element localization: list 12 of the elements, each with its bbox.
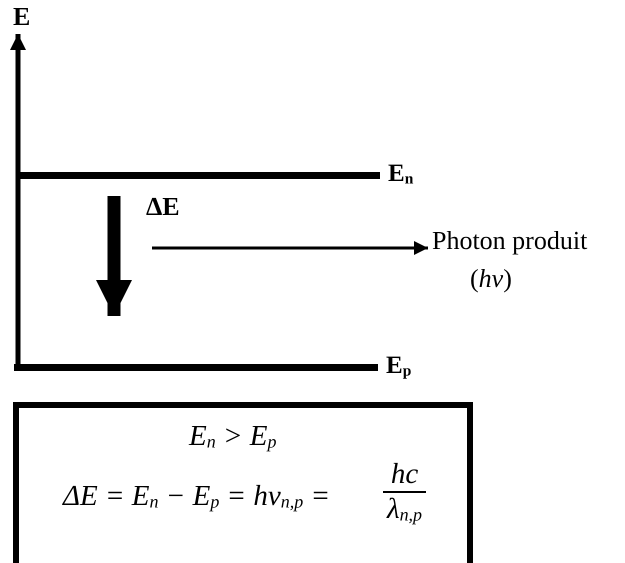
level-label: E$_{p}$ bbox=[386, 352, 412, 380]
arrow bbox=[152, 241, 428, 255]
level-label: E$_{n}$ bbox=[388, 160, 414, 188]
photon-label: Photon produit bbox=[432, 226, 588, 256]
photon-formula: (hν) bbox=[470, 264, 512, 294]
inequality-formula: E$_{n}$ > E$_{p}$ bbox=[189, 420, 276, 453]
formula-box bbox=[13, 402, 473, 563]
arrow bbox=[96, 196, 132, 316]
axis-label: E bbox=[13, 2, 30, 32]
edge-label: ΔE bbox=[146, 192, 180, 222]
energy-formula: ΔE = E$_{n}$ − E$_{p}$ = hν$_{n,p}$ = bbox=[63, 480, 330, 513]
fraction-formula: hc λ$_{n,p}$ bbox=[383, 458, 426, 526]
